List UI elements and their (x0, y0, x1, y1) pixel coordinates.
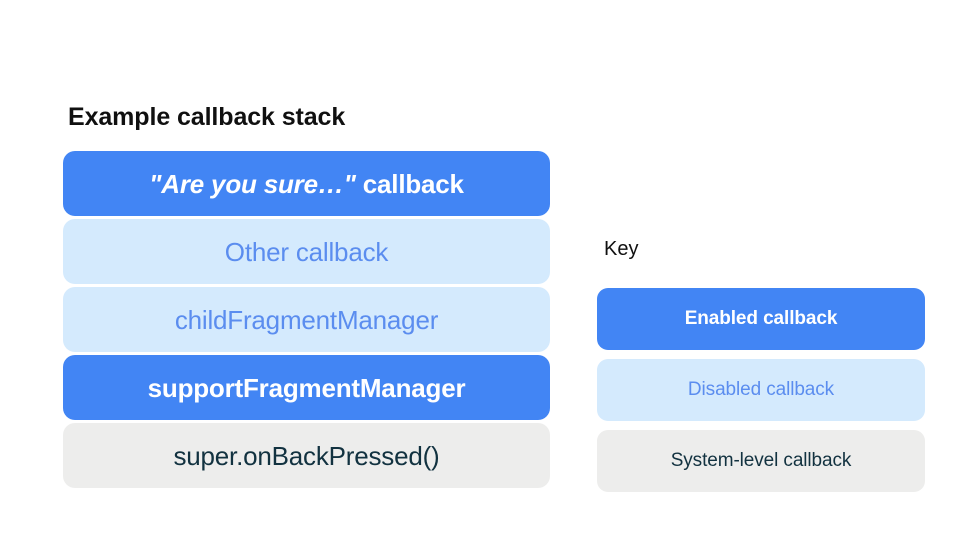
key-title: Key (604, 238, 639, 260)
key-item-label: Enabled callback (684, 308, 838, 329)
key-item-enabled-callback: Enabled callback (597, 288, 925, 350)
stack-item-support-fragment-manager: supportFragmentManager (63, 355, 550, 420)
key-item-label: System-level callback (670, 450, 852, 471)
stack-item-label: supportFragmentManager (147, 372, 466, 403)
key-item-disabled-callback: Disabled callback (597, 359, 925, 421)
stack-item-label: super.onBackPressed() (173, 440, 440, 471)
stack-item-super-on-back-pressed: super.onBackPressed() (63, 423, 550, 488)
stack-item-label: childFragmentManager (174, 304, 439, 335)
stack-item-are-you-sure: "Are you sure…" callback (63, 151, 550, 216)
callback-stack-panel: Example callback stack "Are you sure…" c… (63, 100, 550, 488)
stack-item-label: Other callback (224, 236, 389, 267)
key-panel: Key Enabled callback Disabled callback S… (597, 236, 925, 492)
stack-item-label: "Are you sure…" callback (149, 169, 464, 199)
key-item-label: Disabled callback (687, 379, 835, 400)
stack-item-other-callback: Other callback (63, 219, 550, 284)
key-list: Enabled callback Disabled callback Syste… (597, 288, 925, 492)
stack-item-quoted-text: "Are you sure…" (149, 168, 356, 199)
stack-item-child-fragment-manager: childFragmentManager (63, 287, 550, 352)
page-title: Example callback stack (68, 103, 346, 131)
key-item-system-level-callback: System-level callback (597, 430, 925, 492)
stack-item-suffix-text: callback (355, 168, 464, 199)
callback-stack-list: "Are you sure…" callback Other callback … (63, 151, 550, 488)
